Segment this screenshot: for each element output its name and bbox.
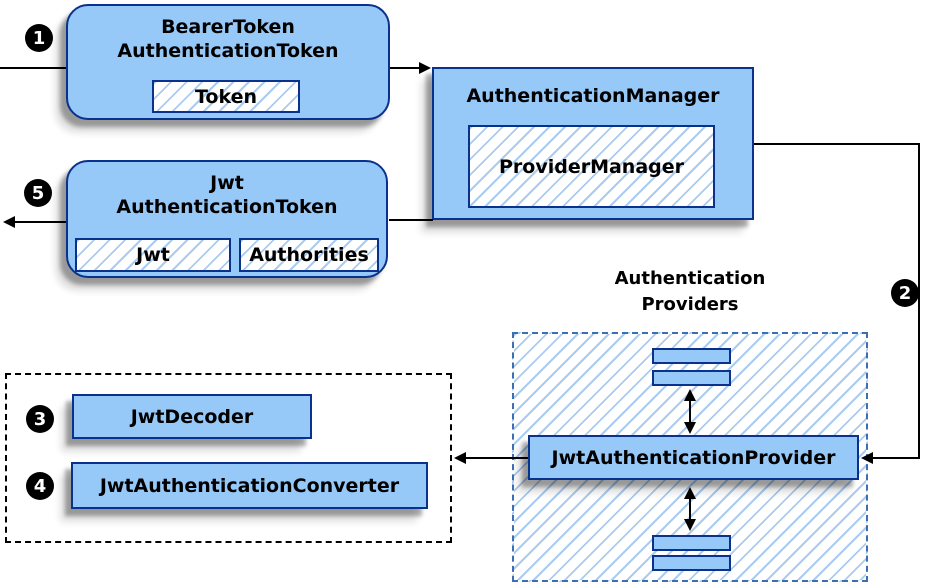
provider-manager-label: ProviderManager — [498, 155, 685, 178]
provider-placeholder-bar — [652, 348, 731, 364]
bearer-token-title-line1: BearerToken — [161, 16, 295, 38]
step-1-badge: 1 — [25, 24, 53, 52]
jwt-authentication-provider-node: JwtAuthenticationProvider — [528, 435, 859, 480]
step-2-badge: 2 — [891, 279, 919, 307]
provider-placeholder-bar — [652, 535, 731, 551]
provider-placeholder-bar — [652, 555, 731, 571]
authorities-field-label: Authorities — [249, 244, 369, 266]
step-2-number: 2 — [898, 282, 912, 304]
authentication-providers-group-label: Authentication Providers — [590, 266, 790, 318]
jwt-components-container — [5, 373, 452, 543]
step-4-number: 4 — [33, 475, 47, 497]
bearer-token-authentication-token-node: BearerToken AuthenticationToken Token — [66, 4, 390, 120]
outgoing-result-arrowhead — [3, 216, 15, 228]
jwt-authentication-converter-node: JwtAuthenticationConverter — [71, 462, 428, 509]
bearer-token-title-line2: AuthenticationToken — [117, 40, 339, 62]
jwt-token-title-line1: Jwt — [210, 172, 244, 194]
step-5-badge: 5 — [24, 179, 52, 207]
bearer-token-node-title: BearerToken AuthenticationToken — [68, 6, 388, 63]
jwt-decoder-node: JwtDecoder — [72, 394, 312, 439]
jwt-token-title-line2: AuthenticationToken — [116, 196, 338, 218]
jwt-field-label: Jwt — [136, 244, 170, 266]
step-5-number: 5 — [31, 182, 45, 204]
provider-manager-field: ProviderManager — [468, 125, 715, 208]
step-3-badge: 3 — [26, 405, 54, 433]
provider-to-components-arrowhead — [454, 452, 466, 464]
jwt-authentication-provider-label: JwtAuthenticationProvider — [551, 446, 836, 469]
jwt-authentication-converter-label: JwtAuthenticationConverter — [99, 474, 400, 497]
step-3-number: 3 — [33, 408, 47, 430]
jwt-authentication-token-node: Jwt AuthenticationToken Jwt Authorities — [66, 160, 388, 278]
authentication-manager-node: AuthenticationManager ProviderManager — [432, 67, 754, 220]
authentication-manager-title-text: AuthenticationManager — [466, 85, 720, 107]
bearer-to-manager-arrowhead — [419, 62, 431, 74]
authorities-field: Authorities — [239, 238, 379, 272]
authentication-manager-title: AuthenticationManager — [434, 69, 752, 108]
step-4-badge: 4 — [26, 472, 54, 500]
token-field-label: Token — [194, 85, 258, 108]
provider-placeholder-bar — [652, 370, 731, 386]
jwt-decoder-label: JwtDecoder — [130, 405, 254, 428]
jwt-field: Jwt — [75, 238, 231, 272]
step-1-number: 1 — [32, 27, 46, 49]
providers-label-line2: Providers — [641, 294, 739, 315]
jwt-token-node-title: Jwt AuthenticationToken — [68, 162, 386, 219]
token-field: Token — [152, 80, 300, 113]
providers-label-line1: Authentication — [614, 268, 766, 289]
